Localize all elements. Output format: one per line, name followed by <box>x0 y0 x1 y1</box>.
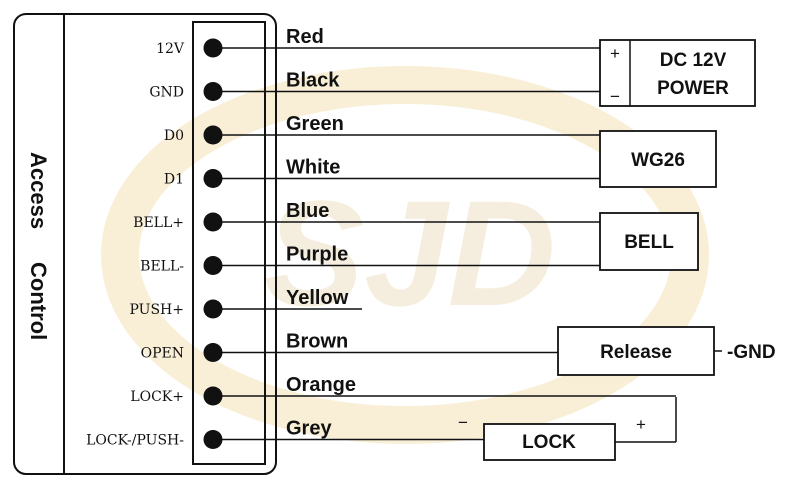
lock-box <box>483 423 616 461</box>
terminal-dot-gnd <box>203 82 223 101</box>
terminal-dot-bell <box>203 256 223 275</box>
terminal-block <box>192 21 266 465</box>
bell-device: BELL <box>599 212 699 271</box>
release-label: Release <box>600 342 672 363</box>
terminal-dot-push <box>203 299 223 319</box>
pin-label-bell: BELL- <box>140 259 184 275</box>
terminals: 12VRedGNDBlackD0GreenD1WhiteBELL+BlueBEL… <box>86 26 676 449</box>
wire-label-grey: Grey <box>286 418 332 440</box>
controller-outer-frame <box>13 13 277 475</box>
pin-label-push: PUSH+ <box>129 302 184 318</box>
pin-label-d1: D1 <box>164 172 184 188</box>
controller: Access Control <box>13 13 277 475</box>
wire-label-yellow: Yellow <box>286 287 349 309</box>
terminal-dot-d0 <box>203 125 223 145</box>
pin-label-bell: BELL+ <box>133 215 184 231</box>
wire-label-orange: Orange <box>286 374 356 396</box>
wire-label-white: White <box>286 157 340 179</box>
wire-label-red: Red <box>286 26 324 48</box>
terminal-dot-lock-push <box>203 430 223 449</box>
release-box <box>557 326 715 376</box>
pin-label-lock: LOCK+ <box>130 389 184 405</box>
lock-device: LOCK − + <box>458 397 677 461</box>
power-supply: + − DC 12V POWER <box>599 39 756 107</box>
terminal-dot-d1 <box>203 169 223 188</box>
controller-label-access: Access <box>26 152 51 229</box>
wg26-device: WG26 <box>599 130 717 188</box>
wg26-box <box>599 130 717 188</box>
release-gnd-label: -GND <box>727 342 776 363</box>
lock-label: LOCK <box>522 432 576 453</box>
lock-minus-sign: − <box>458 413 468 432</box>
pin-label-12v: 12V <box>156 41 185 57</box>
pin-label-gnd: GND <box>149 85 184 101</box>
wire-label-green: Green <box>286 113 344 135</box>
lock-plus-sign: + <box>636 415 646 434</box>
controller-label-control: Control <box>26 262 51 340</box>
power-plus-sign: + <box>610 44 620 63</box>
power-label-line1: DC 12V <box>660 50 727 71</box>
bell-label: BELL <box>624 232 674 253</box>
bell-box <box>599 212 699 271</box>
wire-label-blue: Blue <box>286 200 329 222</box>
wire-label-black: Black <box>286 70 340 92</box>
terminal-dot-12v <box>203 38 223 58</box>
release-device: Release -GND <box>557 326 776 376</box>
pin-label-d0: D0 <box>164 128 184 144</box>
wire-label-brown: Brown <box>286 331 348 353</box>
power-minus-sign: − <box>610 87 620 106</box>
terminal-dot-lock <box>203 386 223 406</box>
pin-label-lock-push: LOCK-/PUSH- <box>86 433 184 449</box>
wire-label-purple: Purple <box>286 244 348 266</box>
terminal-dot-bell <box>203 212 223 232</box>
terminal-dot-open <box>203 343 223 362</box>
power-box <box>599 39 756 107</box>
power-label-line2: POWER <box>657 78 729 99</box>
pin-label-open: OPEN <box>141 346 184 362</box>
wg26-label: WG26 <box>631 150 685 171</box>
